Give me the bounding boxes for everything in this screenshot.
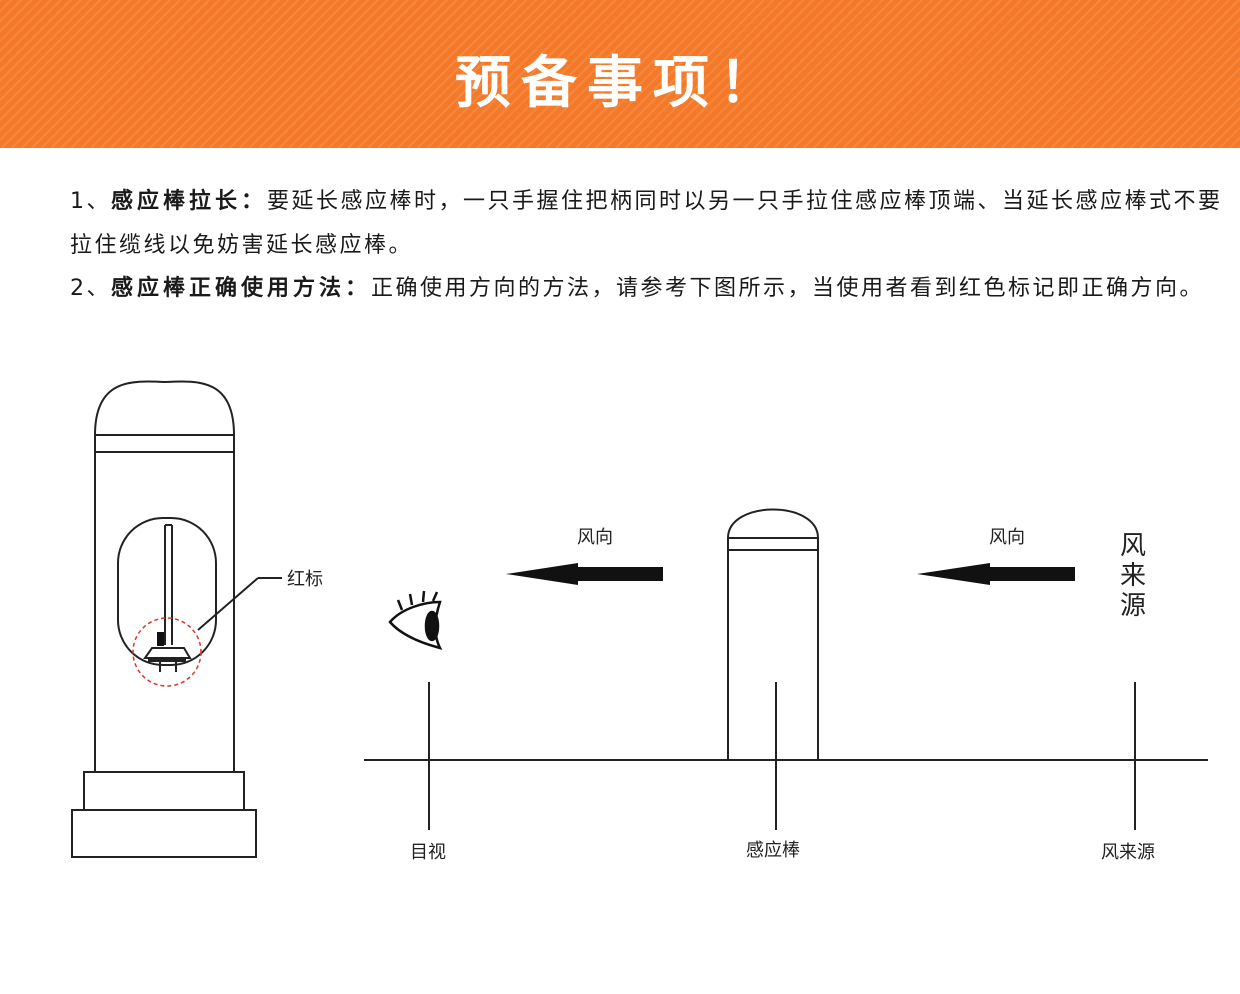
red-mark	[157, 632, 164, 646]
wind-source-vertical-char: 来	[1120, 561, 1146, 591]
red-mark-circle	[132, 617, 202, 687]
instruction-1-body: 要延长感应棒时，一只手握住把柄同时以另一只手拉住感应棒顶端、当延长感应棒式不要拉…	[70, 189, 1223, 258]
banner-title: 预备事项！	[455, 51, 785, 116]
wind-direction-right-label: 风向	[989, 527, 1025, 548]
red-mark-label: 红标	[287, 569, 323, 590]
instruction-2: 2、感应棒正确使用方法：正确使用方向的方法，请参考下图所示，当使用者看到红色标记…	[70, 267, 1235, 311]
wind-arrow-right	[917, 563, 1075, 585]
header-banner: 预备事项！	[0, 0, 1240, 148]
usage-diagram: 红标 目视 风向 感应棒 风向 风来源 风来源	[71, 380, 1208, 863]
instruction-1: 1、感应棒拉长：要延长感应棒时，一只手握住把柄同时以另一只手拉住感应棒顶端、当延…	[70, 180, 1235, 268]
instruction-1-heading: 感应棒拉长：	[111, 189, 268, 214]
wind-source-vertical-char: 风	[1120, 531, 1146, 561]
wind-arrow-left	[506, 563, 663, 585]
sensor-rod-simple	[727, 508, 819, 761]
instruction-2-heading: 感应棒正确使用方法：	[111, 276, 372, 301]
sensor-rod-label: 感应棒	[746, 840, 800, 861]
wind-source-label: 风来源	[1101, 842, 1155, 863]
wind-source-vertical-char: 源	[1120, 591, 1146, 621]
instruction-1-number: 1、	[70, 189, 111, 214]
eye-icon	[388, 590, 443, 650]
instruction-2-body: 正确使用方向的方法，请参考下图所示，当使用者看到红色标记即正确方向。	[371, 276, 1205, 301]
instruction-2-number: 2、	[70, 276, 111, 301]
sensor-rod-detail	[71, 380, 282, 858]
wind-source-vertical: 风来源	[1120, 531, 1146, 621]
wind-direction-left-label: 风向	[577, 527, 613, 548]
view-label: 目视	[410, 842, 446, 863]
